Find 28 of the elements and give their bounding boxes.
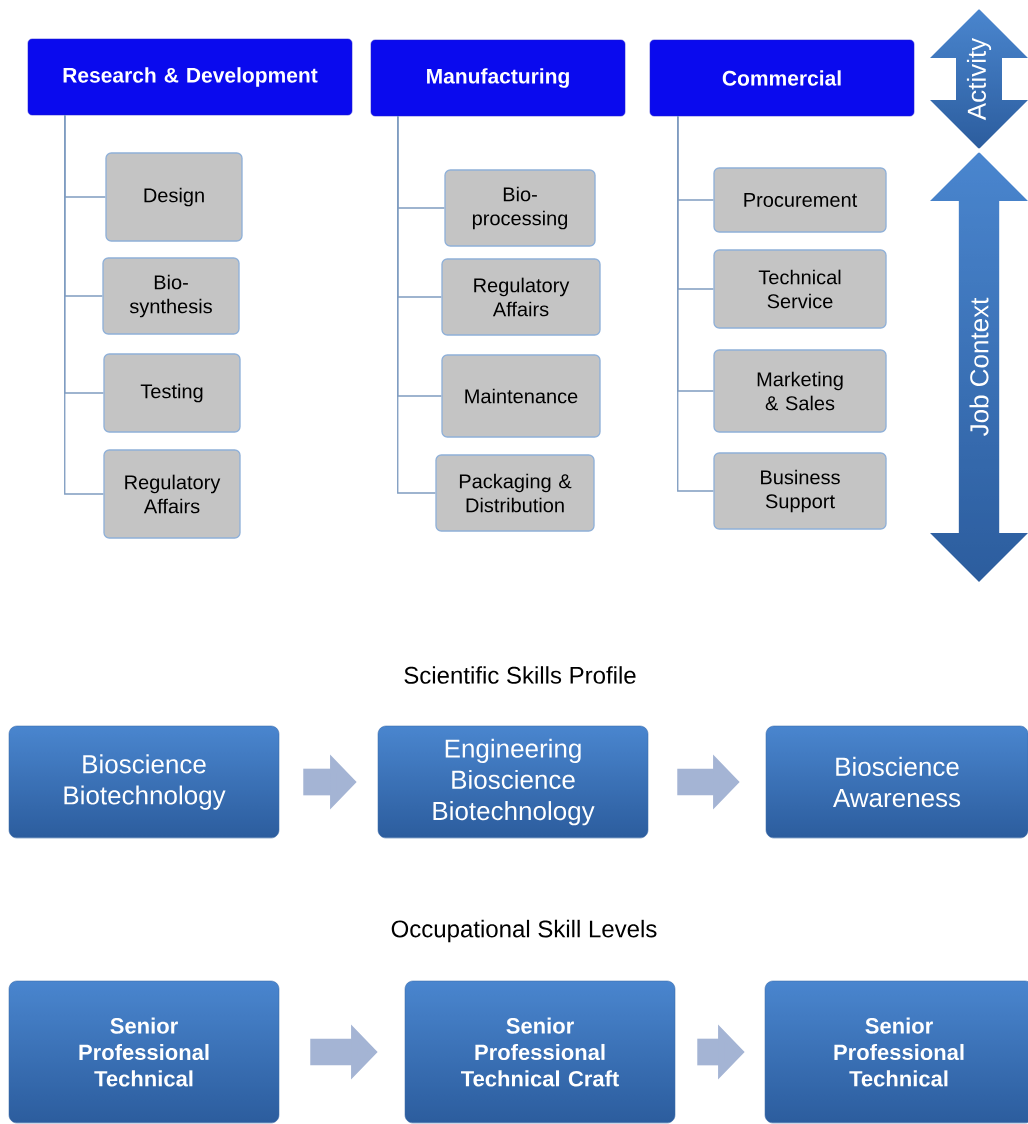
department-box: Commercial [649, 39, 915, 117]
function-box: Packaging & Distribution [435, 454, 595, 532]
function-box: Maintenance [441, 354, 601, 438]
department-box: Manufacturing [370, 39, 626, 117]
double-arrow: Job Context [969, 297, 989, 436]
function-box: Regulatory Affairs [103, 449, 241, 539]
function-box: Technical Service [713, 249, 887, 329]
section-title: Occupational Skill Levels [391, 919, 657, 943]
level-box: Senior Professional Technical Craft [404, 980, 676, 1124]
section-title: Scientific Skills Profile [404, 666, 636, 684]
function-box: Testing [103, 353, 241, 433]
function-box: Business Support [713, 452, 887, 530]
function-box: Marketing & Sales [713, 349, 887, 433]
skill-box: Bioscience Awareness [765, 725, 1028, 839]
level-box: Senior Professional Technical [764, 980, 1028, 1124]
function-box: Bio-synthesis [102, 257, 240, 335]
double-arrow: Activity [966, 37, 992, 121]
function-box: Procurement [713, 167, 887, 233]
function-box: Regulatory Affairs [441, 258, 601, 336]
function-box: Design [105, 152, 243, 242]
level-box: Senior Professional Technical [8, 980, 280, 1124]
skill-box: Bioscience Biotechnology [8, 725, 280, 839]
connector-line [677, 115, 714, 492]
department-box: Research & Development [27, 38, 353, 116]
function-box: Bio-processing [444, 169, 596, 247]
connector-line [64, 114, 104, 495]
skill-box: Engineering Bioscience Biotechnology [377, 725, 649, 839]
connector-line [397, 115, 436, 494]
